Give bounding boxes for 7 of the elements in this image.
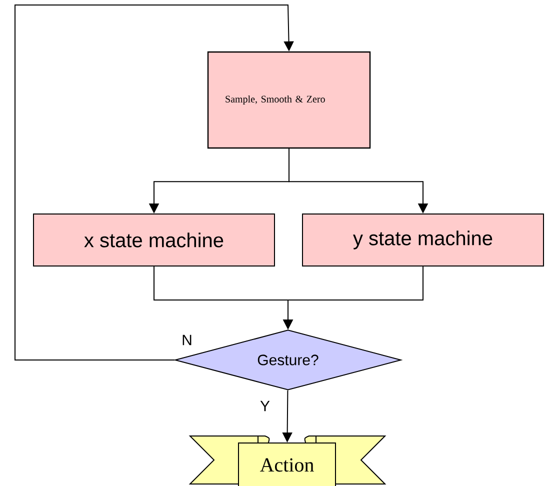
- process-box: x state machine: [33, 214, 275, 266]
- arrow: [14, 4, 294, 360]
- process-box: y state machine: [302, 214, 544, 266]
- edge-label: N: [180, 334, 194, 346]
- banner: Action: [188, 436, 386, 486]
- edge-label: Y: [259, 400, 271, 412]
- process-box: Sample, Smooth & Zero: [207, 51, 371, 149]
